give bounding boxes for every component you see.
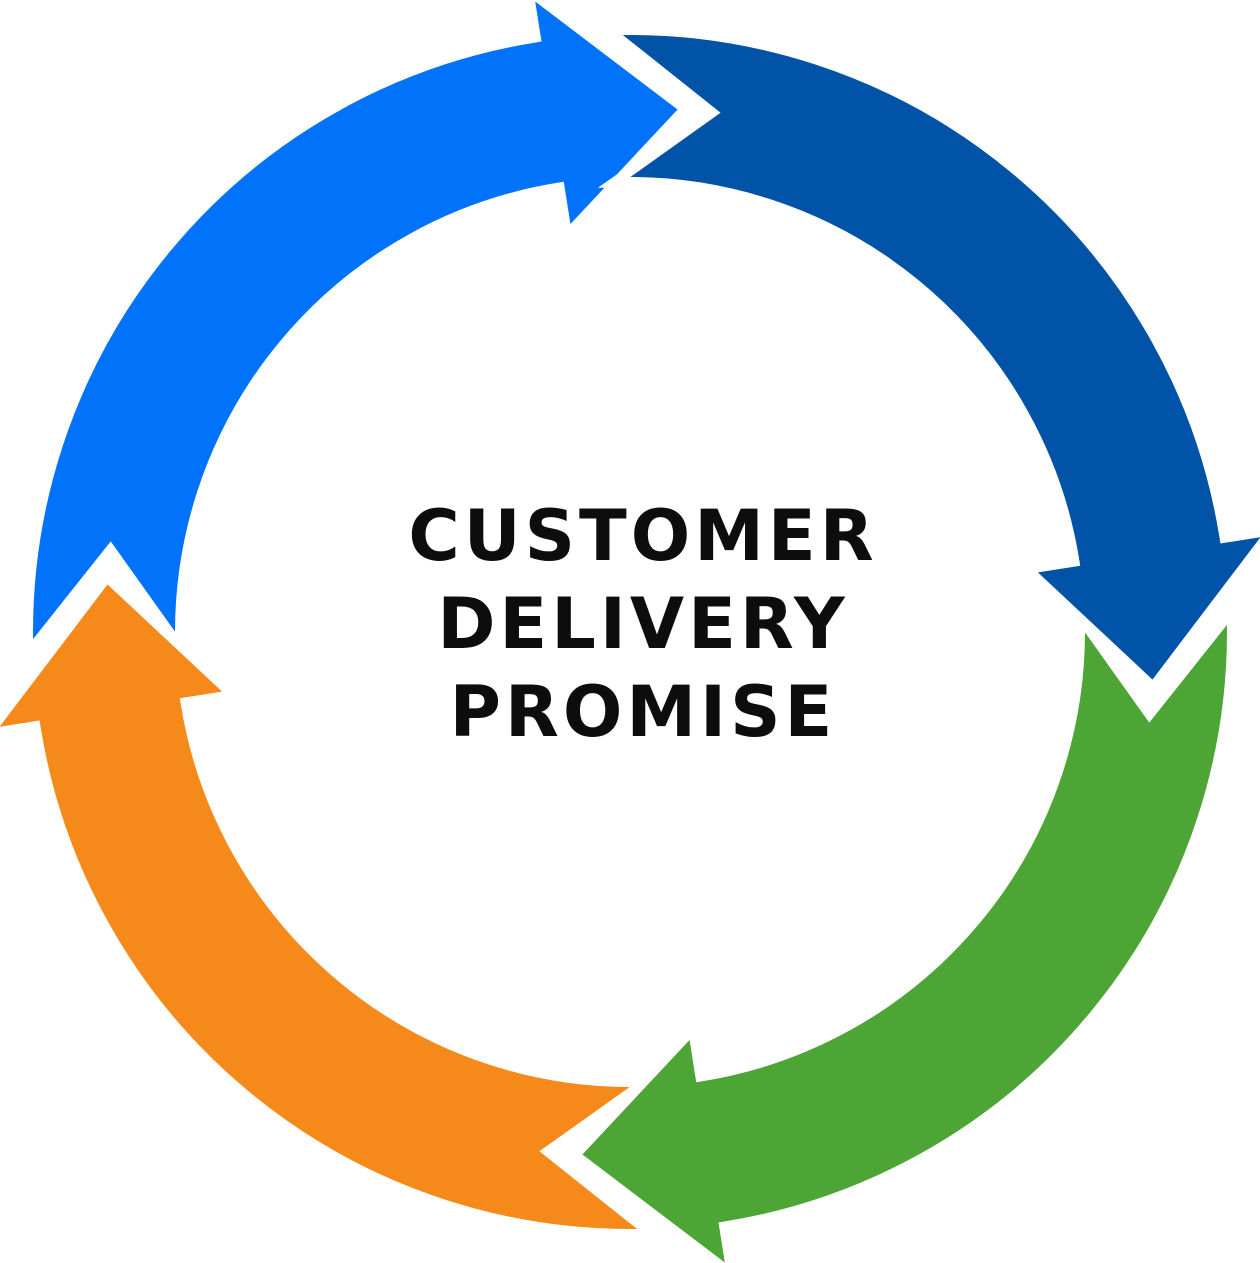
title-line-2: DELIVERY	[437, 583, 848, 665]
center-title: CUSTOMER DELIVERY PROMISE	[408, 495, 877, 753]
engage-arrow	[23, 0, 693, 667]
purchase-arrow	[595, 25, 1260, 695]
deliver-arrow	[0, 569, 665, 1239]
title-line-1: CUSTOMER	[408, 495, 877, 577]
title-line-3: PROMISE	[450, 671, 837, 753]
fulfill-arrow	[567, 597, 1237, 1263]
